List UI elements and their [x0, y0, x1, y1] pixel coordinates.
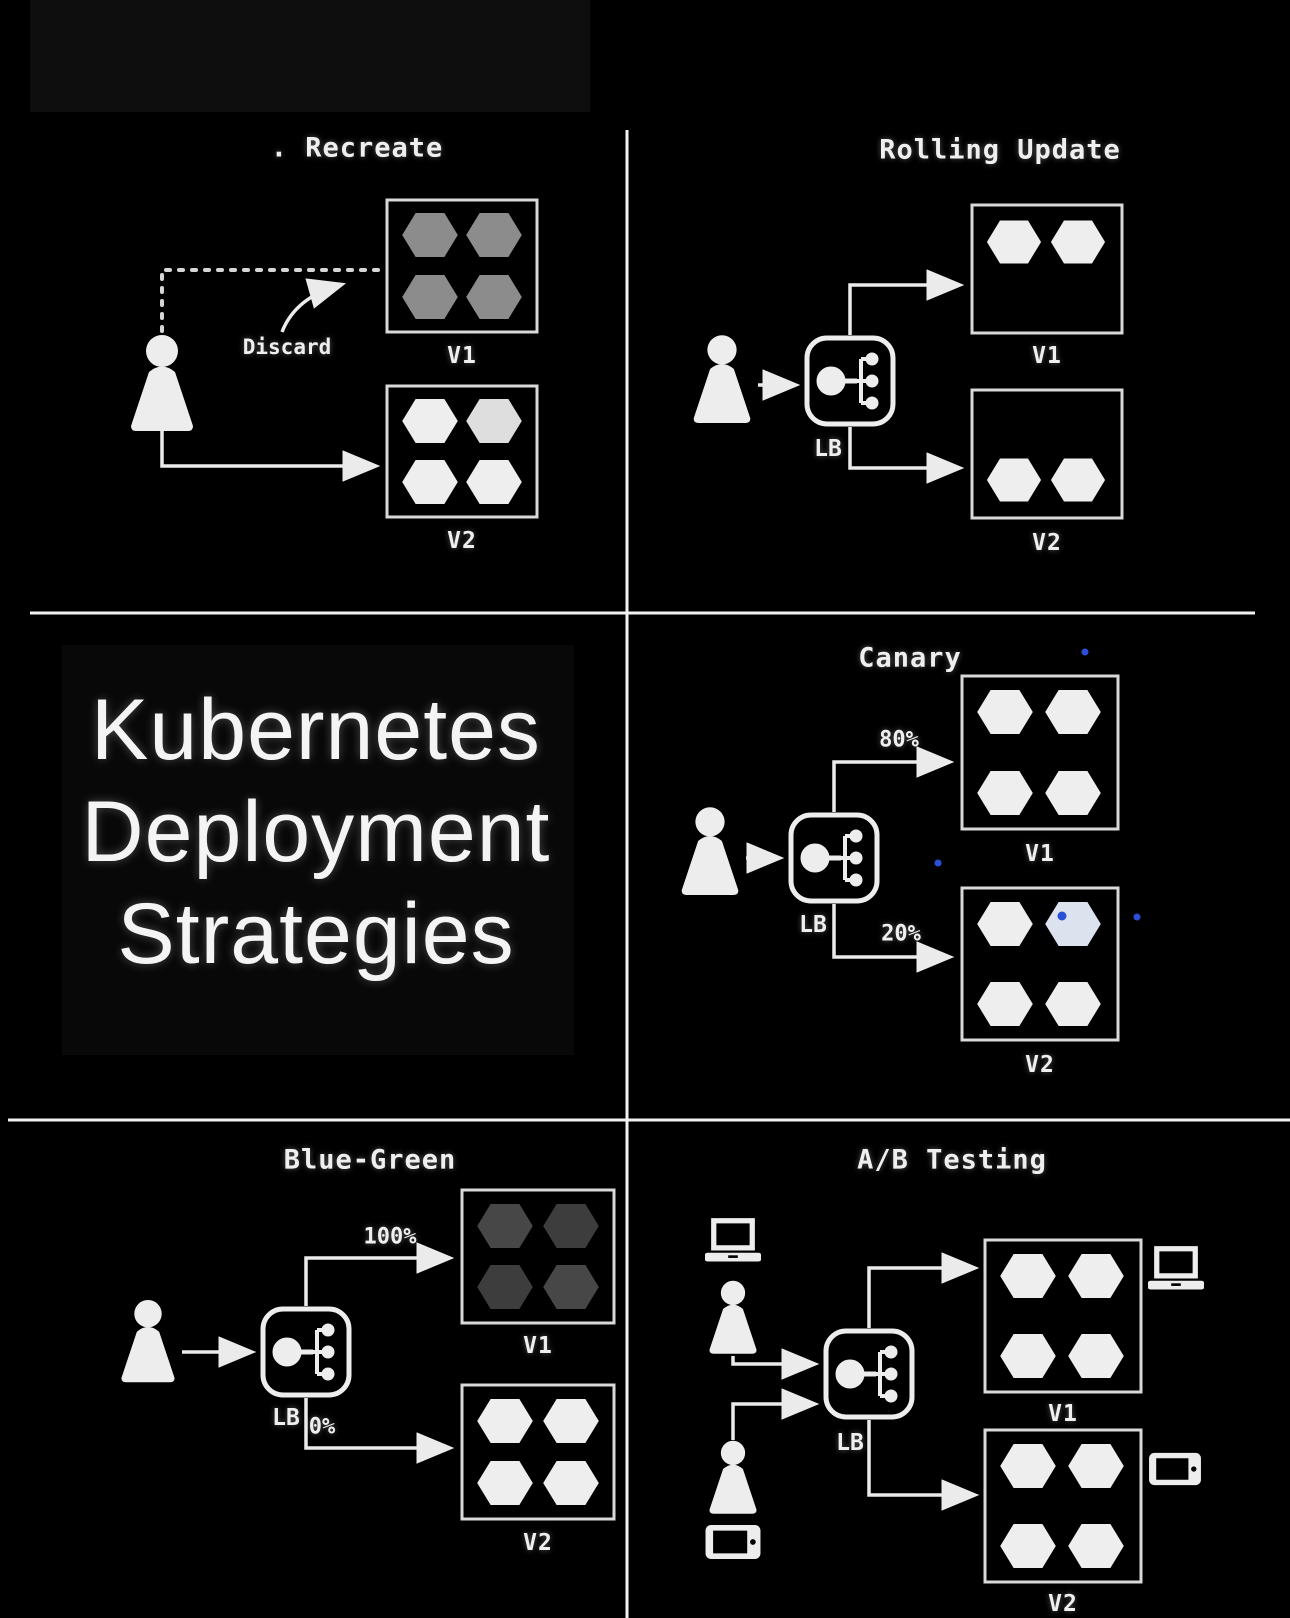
- lb-to-v2-arrow: [848, 427, 965, 484]
- v1-pod-box: [385, 198, 539, 334]
- main-title: Kubernetes Deployment Strategies: [82, 679, 551, 985]
- blue-green-lb-label: LB: [272, 1405, 300, 1431]
- rolling-update-v2-label: V2: [1032, 530, 1062, 556]
- ab-testing-diagram: [705, 1221, 1204, 1584]
- v2-pod-box: [983, 1428, 1143, 1584]
- load-balancer-icon: [807, 338, 893, 424]
- rolling-update-lb-label: LB: [814, 436, 842, 462]
- discard-dotted-connector: [160, 268, 389, 333]
- user-b-icon: [709, 1440, 757, 1514]
- recreate-v1-label: V1: [447, 343, 477, 369]
- blue-green-title: Blue-Green: [283, 1144, 457, 1176]
- variant-a-laptop-icon: [1148, 1249, 1204, 1289]
- ab-testing-v1-label: V1: [1048, 1401, 1078, 1427]
- user-b-to-lb-arrow: [731, 1388, 820, 1440]
- canary-v2-traffic: 20%: [881, 921, 921, 947]
- user-a-icon: [709, 1280, 757, 1354]
- load-balancer-icon: [263, 1309, 349, 1395]
- blue-green-v2-traffic: 0%: [308, 1414, 336, 1440]
- blue-green-v2-label: V2: [523, 1530, 553, 1556]
- discard-label: Discard: [242, 335, 332, 359]
- v2-pod-box: [960, 886, 1120, 1042]
- user-icon: [693, 335, 751, 423]
- laptop-icon: [705, 1221, 761, 1261]
- rolling-update-title: Rolling Update: [879, 134, 1121, 166]
- canary-v2-label: V2: [1025, 1052, 1055, 1078]
- discard-annotation-arrow: [280, 278, 347, 333]
- canary-v1-label: V1: [1025, 841, 1055, 867]
- canary-title: Canary: [858, 642, 962, 674]
- user-to-v2-arrow: [160, 431, 381, 482]
- recreate-title: . Recreate: [270, 132, 444, 164]
- recreate-v2-label: V2: [447, 528, 477, 554]
- top-left-tonal-patch: [30, 0, 590, 112]
- lb-to-v1-arrow: [867, 1252, 980, 1328]
- lb-to-v1-arrow: [848, 269, 965, 335]
- blue-artifact-dot: [1081, 648, 1089, 656]
- v1-pod-box: [960, 674, 1120, 831]
- blue-green-v1-traffic: 100%: [363, 1224, 417, 1250]
- v2-pod-box: [970, 388, 1124, 520]
- ab-testing-v2-label: V2: [1048, 1591, 1078, 1617]
- lb-to-v2-arrow: [304, 1398, 455, 1464]
- v1-pod-box: [460, 1188, 616, 1325]
- lb-to-v2-arrow: [867, 1420, 980, 1511]
- v1-pod-box: [970, 203, 1124, 335]
- user-icon: [131, 335, 193, 431]
- ab-testing-lb-label: LB: [836, 1430, 864, 1456]
- v1-pod-box: [983, 1238, 1143, 1394]
- lb-to-v1-arrow: [304, 1242, 455, 1306]
- blue-green-v1-label: V1: [523, 1333, 553, 1359]
- main-title-line-3: Strategies: [117, 886, 515, 982]
- canary-lb-label: LB: [799, 912, 827, 938]
- title-backdrop-panel: [62, 645, 574, 1055]
- main-title-line-1: Kubernetes: [91, 682, 541, 778]
- lb-to-v2-arrow: [832, 904, 955, 973]
- user-icon: [681, 807, 739, 895]
- blue-green-diagram: [121, 1188, 616, 1521]
- v2-pod-box: [385, 384, 539, 519]
- blue-artifact-dot: [1133, 913, 1141, 921]
- main-title-line-2: Deployment: [81, 784, 551, 880]
- load-balancer-icon: [826, 1331, 912, 1417]
- variant-b-phone-icon: [1149, 1452, 1201, 1486]
- rolling-update-v1-label: V1: [1032, 343, 1062, 369]
- blue-artifact-dot: [1057, 911, 1067, 921]
- blue-artifact-dot: [934, 859, 942, 867]
- rolling-update-diagram: [693, 203, 1124, 520]
- user-icon: [121, 1300, 175, 1383]
- ab-testing-title: A/B Testing: [857, 1144, 1047, 1176]
- smartphone-icon: [705, 1524, 761, 1560]
- user-a-to-lb-arrow: [731, 1348, 820, 1380]
- load-balancer-icon: [791, 815, 877, 901]
- canary-v1-traffic: 80%: [879, 727, 919, 753]
- canary-diagram: [681, 648, 1141, 1042]
- v2-pod-box: [460, 1383, 616, 1521]
- recreate-diagram: [131, 198, 539, 519]
- lb-to-v1-arrow: [832, 746, 955, 812]
